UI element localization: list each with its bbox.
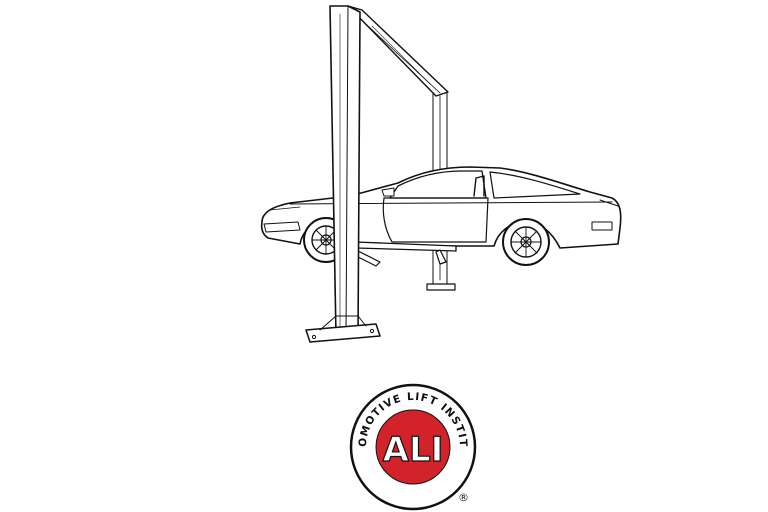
- registered-mark: ®: [458, 491, 469, 504]
- ali-logo: AUTOMOTIVE LIFT INSTITUTE ALI: [0, 0, 477, 511]
- logo-red-disc: [375, 409, 451, 485]
- overhead-beam: [347, 5, 449, 97]
- rear-wheel: [502, 218, 550, 266]
- logo-monogram: ALI: [383, 430, 444, 470]
- front-post: [305, 5, 381, 343]
- lift-arms: [353, 241, 457, 267]
